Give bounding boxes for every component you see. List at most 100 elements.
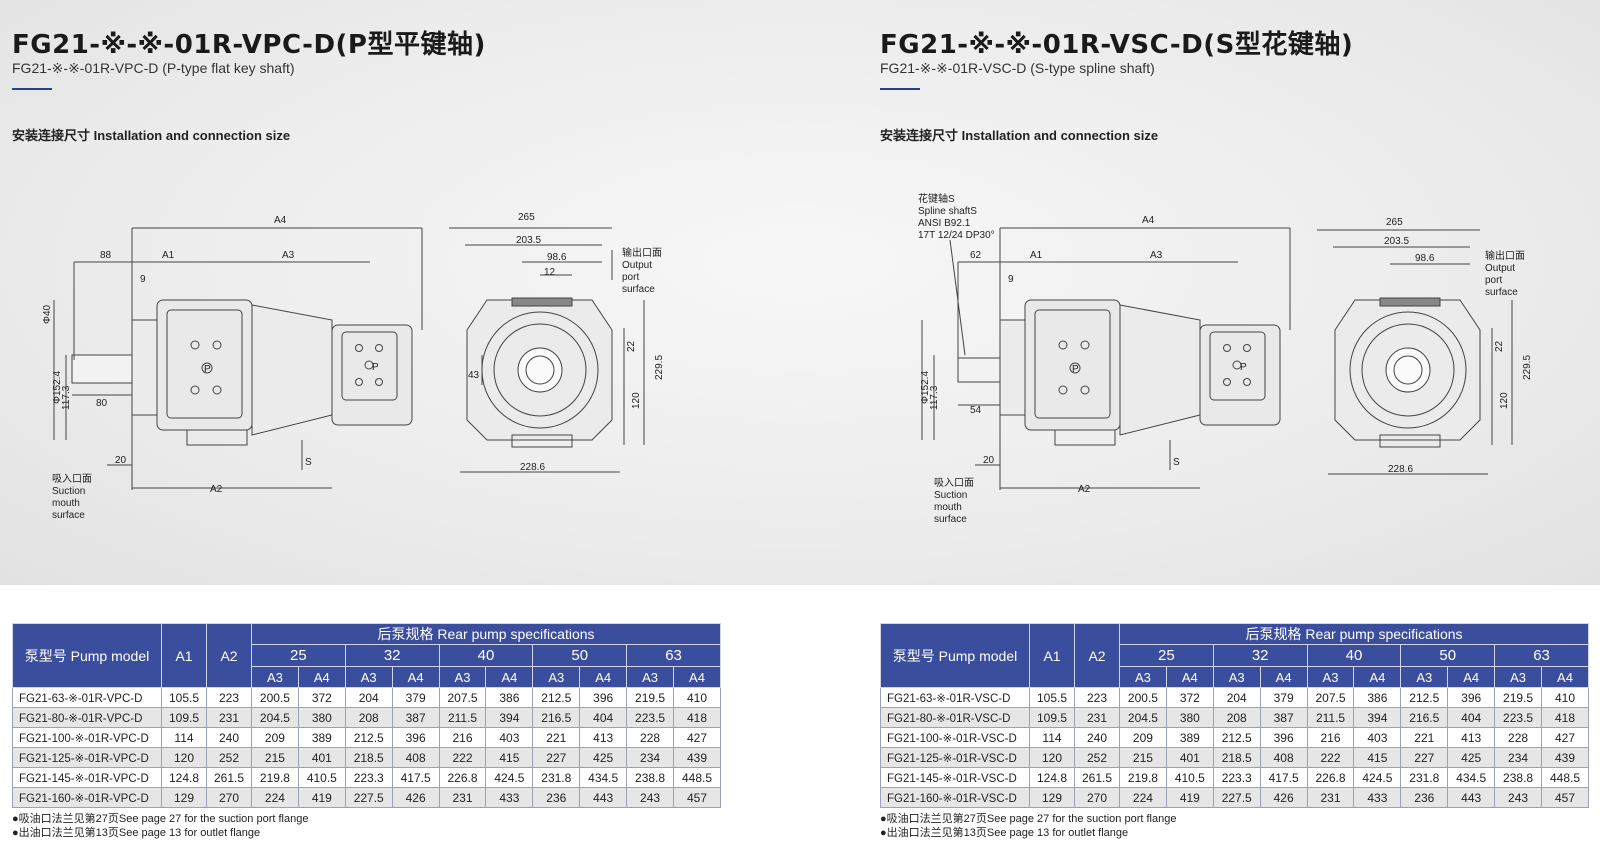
dim-a2: A2: [210, 484, 223, 495]
table-cell: 204.5: [1119, 707, 1167, 728]
col-a4: A4: [485, 666, 534, 688]
col-a2: A2: [1074, 623, 1120, 688]
col-size-25: 25: [251, 644, 346, 667]
table-cell: 231: [1306, 787, 1355, 808]
table-cell: 261.5: [1074, 767, 1120, 788]
table-cell: 207.5: [438, 687, 487, 708]
suction-flange: [186, 429, 248, 446]
table-cell: 448.5: [1541, 767, 1589, 788]
cell-model: FG21-145-※-01R-VSC-D: [880, 767, 1030, 788]
port-p-front: P: [204, 364, 211, 375]
cell-model: FG21-100-※-01R-VPC-D: [12, 727, 162, 748]
col-a1: A1: [161, 623, 207, 688]
col-a2: A2: [206, 623, 252, 688]
dim-pilot-dia: Φ152.4: [52, 371, 63, 404]
dim-9: 9: [1008, 274, 1014, 285]
table-cell: 114: [161, 727, 207, 748]
dim-a1: A1: [1030, 250, 1043, 261]
port-p-front: P: [1072, 364, 1079, 375]
end-view-outer-circle: [1349, 311, 1467, 429]
table-cell: 380: [297, 707, 346, 728]
table-cell: 221: [1400, 727, 1449, 748]
table-cell: 223.3: [1212, 767, 1261, 788]
col-a3: A3: [1494, 666, 1543, 688]
table-cell: 216.5: [532, 707, 581, 728]
panel-vpc: FG21-※-※-01R-VPC-D(P型平键轴) FG21-※-※-01R-V…: [12, 0, 782, 852]
col-a4: A4: [1165, 666, 1214, 688]
table-cell: 243: [1494, 787, 1543, 808]
mounting-flange: [131, 319, 158, 416]
table-cell: 207.5: [1306, 687, 1355, 708]
col-size-50: 50: [532, 644, 628, 667]
table-cell: 418: [673, 707, 721, 728]
col-size-40: 40: [438, 644, 534, 667]
dim-80: 80: [96, 398, 108, 409]
section-heading: 安装连接尺寸 Installation and connection size: [12, 128, 291, 143]
col-a3: A3: [1400, 666, 1449, 688]
col-rear-spec: 后泵规格 Rear pump specifications: [1119, 623, 1589, 645]
dim-229-5: 229.5: [1522, 355, 1533, 380]
page-title: FG21-※-※-01R-VSC-D(S型花键轴): [880, 30, 1354, 60]
cell-model: FG21-100-※-01R-VSC-D: [880, 727, 1030, 748]
table-cell: 223: [1074, 687, 1120, 708]
dim-a4: A4: [274, 215, 287, 226]
dim-a3: A3: [1150, 250, 1163, 261]
table-cell: 439: [1541, 747, 1589, 768]
spline-label-2: ANSI B92.1: [918, 218, 971, 229]
table-cell: 120: [161, 747, 207, 768]
table-cell: 379: [391, 687, 440, 708]
col-a3: A3: [438, 666, 487, 688]
note-suction: ●吸油口法兰见第27页See page 27 for the suction p…: [880, 813, 1177, 825]
rear-pump-housing: [251, 304, 333, 436]
table-cell: 457: [673, 787, 721, 808]
table-cell: 396: [1259, 727, 1308, 748]
table-cell: 424.5: [1353, 767, 1402, 788]
table-cell: 221: [532, 727, 581, 748]
cell-model: FG21-160-※-01R-VSC-D: [880, 787, 1030, 808]
table-cell: 403: [485, 727, 534, 748]
dim-s: S: [1173, 457, 1180, 468]
col-a4: A4: [673, 666, 721, 688]
note-outlet: ●出油口法兰见第13页See page 13 for outlet flange: [880, 827, 1129, 839]
col-a3: A3: [344, 666, 393, 688]
dim-43: 43: [468, 370, 480, 381]
table-cell: 228: [1494, 727, 1543, 748]
suction-label-2: mouth: [934, 502, 962, 513]
table-cell: 413: [579, 727, 628, 748]
dim-117: 117.3: [929, 385, 940, 410]
table-cell: 227.5: [344, 787, 393, 808]
notes: ●吸油口法兰见第27页See page 27 for the suction p…: [880, 812, 1176, 840]
cell-model: FG21-145-※-01R-VPC-D: [12, 767, 162, 788]
table-cell: 227.5: [1212, 787, 1261, 808]
page-subtitle: FG21-※-※-01R-VSC-D (S-type spline shaft): [880, 60, 1155, 76]
table-cell: 418: [1541, 707, 1589, 728]
table-cell: 410.5: [1165, 767, 1214, 788]
outlet-label-2: port: [622, 272, 639, 283]
mounting-flange: [999, 319, 1026, 416]
table-cell: 426: [1259, 787, 1308, 808]
table-cell: 386: [485, 687, 534, 708]
suction-label-1: Suction: [52, 486, 85, 497]
table-cell: 226.8: [438, 767, 487, 788]
port-p-rear: P: [372, 362, 379, 373]
table-cell: 200.5: [1119, 687, 1167, 708]
table-cell: 223.5: [1494, 707, 1543, 728]
dim-20: 20: [983, 455, 995, 466]
rear-pump-body: [1199, 324, 1281, 426]
col-a4: A4: [297, 666, 346, 688]
technical-drawing-vpc: A4 88 A1 A3 9 Φ40 Φ152.4 117.3 80 20 S A…: [42, 212, 665, 521]
rear-port-flange: [1209, 331, 1266, 401]
spline-shaft: [957, 357, 1001, 383]
dim-54: 54: [970, 405, 982, 416]
table-cell: 226.8: [1306, 767, 1355, 788]
table-cell: 231: [1074, 707, 1120, 728]
dim-pilot-dia: Φ152.4: [920, 371, 931, 404]
table-cell: 218.5: [344, 747, 393, 768]
title-underline: [12, 88, 52, 90]
table-cell: 216.5: [1400, 707, 1449, 728]
col-a4: A4: [1541, 666, 1589, 688]
